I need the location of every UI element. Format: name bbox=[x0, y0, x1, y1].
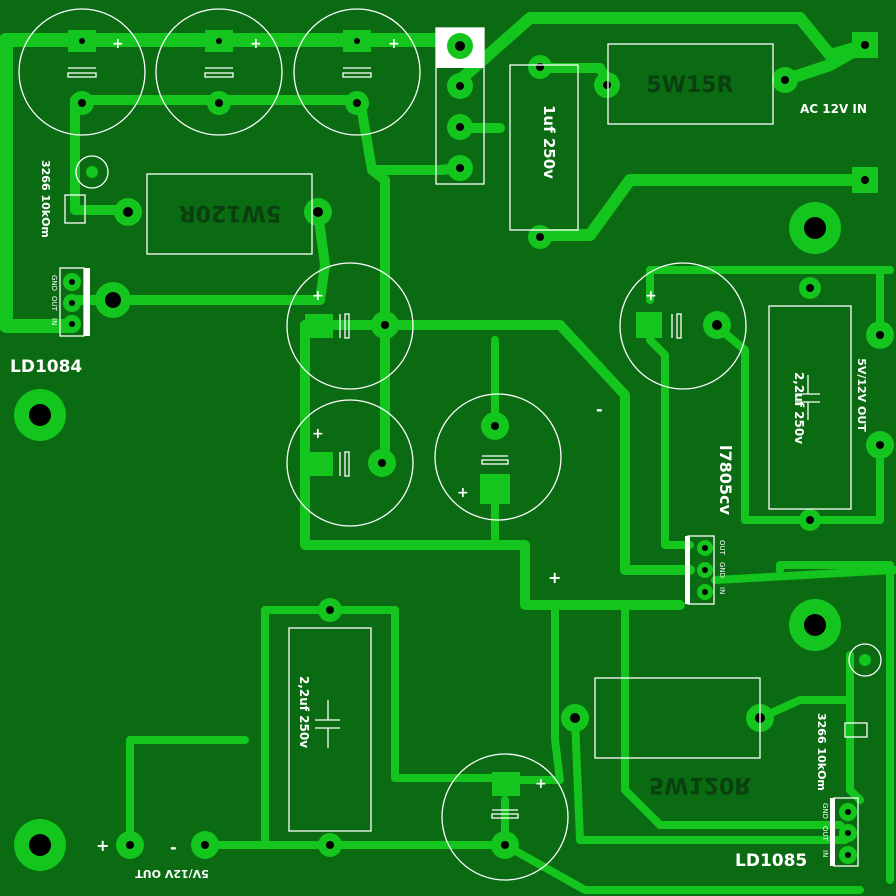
minus-out-bottom: - bbox=[170, 838, 177, 857]
trace-lower-right bbox=[621, 601, 844, 829]
trace-res-down bbox=[313, 207, 330, 305]
ld1085-pin-out: OUT bbox=[821, 826, 829, 842]
pad-cap5-plus bbox=[305, 452, 333, 476]
trace-left-edge bbox=[0, 33, 77, 333]
plus-cap4: + bbox=[312, 288, 324, 304]
plus-cap2: + bbox=[250, 36, 262, 52]
film-cap-top-outline bbox=[509, 64, 579, 231]
plus-cap8: + bbox=[535, 776, 547, 792]
trace-lower-mid bbox=[506, 601, 564, 784]
trace-ld1085 bbox=[846, 696, 864, 804]
trace-7805-out bbox=[711, 566, 896, 584]
label-film-right: 2,2uf 250v bbox=[792, 372, 806, 444]
label-res15: 5W15R bbox=[646, 73, 733, 98]
label-pot-left: 3266 10kOm bbox=[39, 160, 52, 238]
film-cap-right-outline bbox=[768, 305, 852, 510]
label-out-bottom: 5V/12V OUT bbox=[135, 867, 209, 880]
l7805-pin-out: OUT bbox=[718, 540, 726, 556]
trace-right-top bbox=[646, 266, 894, 304]
pads bbox=[14, 28, 894, 871]
cap5-outline bbox=[286, 399, 414, 527]
cap3-outline bbox=[293, 8, 421, 136]
label-l7805: l7805cv bbox=[716, 445, 735, 516]
ld1085-pin-gnd: GND bbox=[821, 803, 829, 819]
pad-cap4-plus bbox=[305, 314, 333, 338]
minus-mid: - bbox=[596, 400, 603, 419]
pad-cap6-plus bbox=[480, 474, 510, 504]
res120-top-outline bbox=[146, 173, 313, 255]
cap4-outline bbox=[286, 262, 414, 390]
trace-right-bottom bbox=[711, 321, 884, 524]
pad-cap7-plus bbox=[636, 312, 662, 338]
res15-outline bbox=[607, 43, 774, 125]
ld1084-pin-in: IN bbox=[50, 318, 58, 325]
ld1084-pin-gnd: GND bbox=[50, 275, 58, 291]
ld1085-pin-in: IN bbox=[821, 850, 829, 857]
plus-out-bottom: + bbox=[96, 836, 109, 855]
l7805-pin-gnd: GND bbox=[718, 562, 726, 578]
label-ld1084: LD1084 bbox=[10, 357, 82, 377]
bridge-outline bbox=[435, 27, 485, 185]
silkscreen bbox=[18, 8, 882, 881]
label-ld1085: LD1085 bbox=[735, 851, 807, 871]
plus-cap7: + bbox=[645, 288, 657, 304]
plus-mid: + bbox=[548, 568, 561, 587]
cap1-outline bbox=[18, 8, 146, 136]
label-ac-in: AC 12V IN bbox=[800, 102, 867, 116]
plus-cap1: + bbox=[112, 36, 124, 52]
trace-left-pot bbox=[70, 95, 133, 215]
cap2-outline bbox=[155, 8, 283, 136]
pad-cap8-plus bbox=[492, 772, 520, 796]
cap7-outline bbox=[619, 262, 747, 390]
label-pot-right: 3266 10kOm bbox=[815, 713, 828, 791]
film-cap-bottom-outline bbox=[288, 627, 372, 832]
plus-cap6: + bbox=[457, 485, 469, 501]
trace-ac-lower bbox=[534, 174, 871, 241]
trace-7805-gnd bbox=[646, 336, 694, 549]
label-film-top: 1uf 250v bbox=[540, 105, 558, 179]
trace-to-7805 bbox=[300, 320, 695, 575]
res120-bottom-outline bbox=[594, 677, 761, 759]
trace-to-bridge bbox=[355, 95, 465, 175]
plus-cap3: + bbox=[388, 36, 400, 52]
trace-right-edge bbox=[776, 561, 894, 884]
copper-traces bbox=[0, 12, 896, 894]
cap6-outline bbox=[434, 393, 562, 521]
pot-right-outline bbox=[848, 643, 882, 677]
l7805-pin-in: IN bbox=[718, 587, 726, 594]
trace-center-vertical bbox=[367, 165, 390, 465]
labels: LD1084 LD1085 5W15R 5W120R 5W120R 1uf 25… bbox=[10, 36, 868, 880]
label-out-right: 5V/12V OUT bbox=[855, 358, 868, 432]
ld1084-pin-out: OUT bbox=[50, 296, 58, 312]
label-film-bottom: 2,2uf 250v bbox=[297, 676, 311, 748]
pot-left-outline bbox=[75, 155, 109, 189]
label-res120-bottom: 5W120R bbox=[649, 772, 751, 797]
trace-pot-right bbox=[756, 651, 854, 722]
trace-bottom-gnd bbox=[201, 841, 864, 894]
trace-bottom-film bbox=[326, 606, 509, 782]
plus-cap5: + bbox=[312, 426, 324, 442]
label-res120-top: 5W120R bbox=[179, 200, 281, 225]
trace-res-bottom bbox=[571, 714, 849, 844]
trace-bottom-plus bbox=[126, 736, 249, 849]
cap8-outline bbox=[441, 753, 569, 881]
